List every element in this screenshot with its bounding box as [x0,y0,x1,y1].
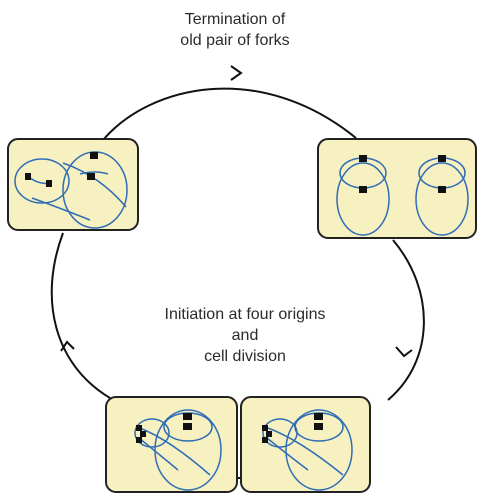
arrowhead-top-icon [231,66,241,80]
cycle-arc-right [388,240,424,400]
arrowhead-right-icon [396,347,412,356]
stage-box-bottom-right [241,397,370,492]
initiation-label-line-2: and [120,325,370,346]
initiation-label-line-3: cell division [120,346,370,367]
stage-box-right [318,139,476,238]
cycle-arc-left [52,233,110,398]
termination-label-line-2: old pair of forks [140,30,330,51]
initiation-label: Initiation at four origins and cell divi… [120,304,370,367]
stage-box-bottom-left [106,397,237,492]
stage-box-left [8,139,138,230]
termination-label: Termination of old pair of forks [140,9,330,51]
cycle-arc-top [103,89,356,140]
arrowhead-left-icon [61,342,74,351]
initiation-label-line-1: Initiation at four origins [120,304,370,325]
termination-label-line-1: Termination of [140,9,330,30]
